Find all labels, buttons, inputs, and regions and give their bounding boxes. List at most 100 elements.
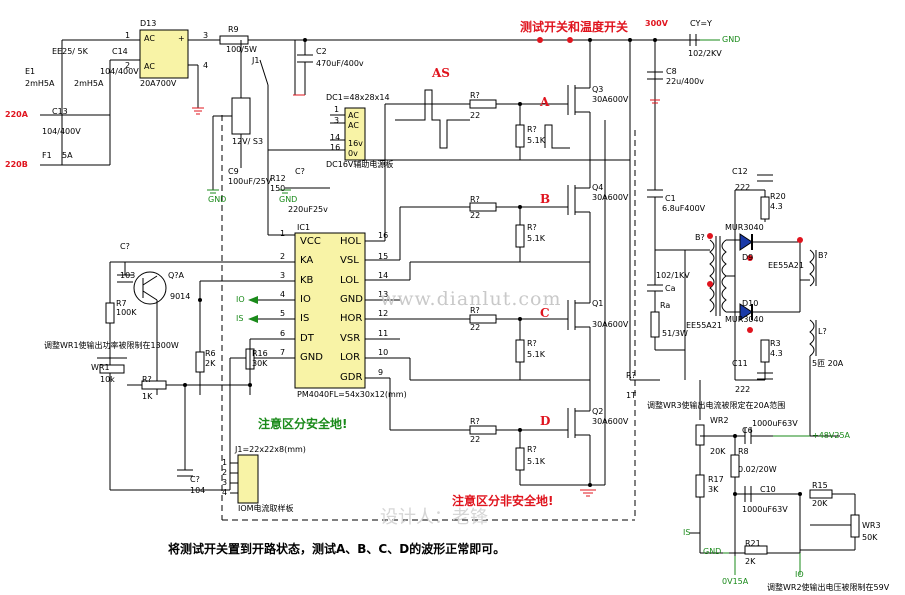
c11-name: C11 (732, 359, 748, 368)
r6-name: R6 (205, 349, 216, 358)
wr1-note: 调整WR1使输出功率被限制在1300W (44, 341, 179, 350)
q7-val: 9014 (170, 292, 191, 301)
c2-name: C2 (316, 47, 327, 56)
r8-val: 0.02/20W (738, 465, 777, 474)
ic1-pin-num-6: 6 (280, 329, 286, 338)
c10-val: 1000uF63V (742, 505, 788, 514)
dc1-ac2: AC (348, 121, 359, 130)
ic1-pin-lol: LOL (340, 275, 359, 286)
dc1-name: DC1=48x28x14 (326, 93, 390, 102)
ic1-pin-num-3: 3 (280, 271, 286, 280)
wr1-name: WR1 (91, 363, 110, 372)
bottom-instruction: 将测试开关置到开路状态，测试A、B、C、D的波形正常即可。 (168, 542, 506, 556)
c1-name: C1 (665, 194, 676, 203)
phase-d: D (540, 414, 551, 428)
connector-desc: IOM电流取样板 (238, 504, 294, 513)
q2-val: 30A600V (592, 417, 629, 426)
c7-val: 103 (120, 271, 136, 280)
label-cy-val: 102/2KV (688, 49, 722, 58)
filter-f1: F1 (42, 151, 52, 160)
input-220b: 220B (5, 160, 28, 169)
gs-r-name-c: R? (527, 339, 537, 348)
phase-a: A (540, 95, 550, 109)
q7-name: Q?A (168, 271, 185, 280)
gate-r-val-a: 22 (470, 111, 481, 120)
label-is-left: IS (236, 314, 244, 323)
r3-val: 4.3 (770, 349, 783, 358)
ic1-pin-hor: HOR (340, 313, 363, 324)
ca-name: Ca (665, 284, 676, 293)
gate-r-name-a: R? (470, 91, 480, 100)
r3-name: R3 (770, 339, 781, 348)
c7a-val: 220uF25v (288, 205, 328, 214)
v0-out-label: 0V15A (722, 577, 749, 586)
dc1-p3: 3 (334, 116, 340, 125)
ra-val: 51/3W (662, 329, 688, 338)
connector-name: J1=22x22x8(mm) (235, 445, 306, 454)
c2-val: 470uF/400v (316, 59, 364, 68)
wr3-note: 调整WR3使输出电流被限定在20A范围 (647, 401, 786, 410)
gnd-out-label: GND (703, 547, 722, 556)
ic1-pin-num-10: 10 (378, 348, 389, 357)
ic1-pin-num-14: 14 (378, 271, 389, 280)
io-out-label: IO (795, 570, 804, 579)
wr1-val: 10k (100, 375, 115, 384)
filter-c13: C13 (52, 107, 68, 116)
r20-name: R20 (770, 192, 786, 201)
safe-ground-note: 注意区分安全地! (258, 417, 348, 431)
filter-c14v: 104/400V (100, 67, 139, 76)
c9-val: 100uF/25V (228, 177, 272, 186)
gate-r-name-b: R? (470, 195, 480, 204)
ic1-pin-dt: DT (300, 333, 314, 344)
l-val: 5匝 20A (812, 359, 844, 368)
label-300v: 300V (645, 19, 668, 28)
ic1-pin-vcc: VCC (300, 236, 321, 247)
r21-val: 2K (745, 557, 756, 566)
q4-name: Q4 (592, 183, 604, 192)
q1-name: Q1 (592, 299, 604, 308)
dc1-p14: 14 (330, 133, 341, 142)
ic1-pin-hol: HOL (340, 236, 361, 247)
d9-val: MUR3040 (725, 223, 764, 232)
rectifier-plus: + (178, 34, 185, 43)
dc1-desc: DC16V辅助电源板 (326, 160, 394, 169)
r15-name: R15 (812, 481, 828, 490)
c7b-name: C? (190, 475, 200, 484)
ic1-pin-gdr: GDR (340, 372, 363, 383)
gate-r-val-c: 22 (470, 323, 481, 332)
filter-e1: E1 (25, 67, 36, 76)
r16-name: R16 (252, 349, 268, 358)
dc1-p16: 16 (330, 143, 341, 152)
q3-val: 30A600V (592, 95, 629, 104)
gs-r-name-b: R? (527, 223, 537, 232)
ic1-pin-num-1: 1 (280, 229, 286, 238)
gate-r-val-d: 22 (470, 435, 481, 444)
label-gnd-c9: GND (208, 195, 227, 204)
input-220a: 220A (5, 110, 28, 119)
gs-r-val-c: 5.1K (527, 350, 545, 359)
wr2-name: WR2 (710, 416, 729, 425)
ra-name: Ra (660, 301, 671, 310)
d9-name: D9 (742, 253, 754, 262)
r7-name: R7 (116, 299, 127, 308)
connector-pin-2: 2 (222, 468, 228, 477)
rectifier-pin2: 2 (125, 61, 131, 70)
gate-r-val-b: 22 (470, 211, 481, 220)
q2-name: Q2 (592, 407, 604, 416)
is-out-label: IS (683, 528, 691, 537)
d10-val: MUR3040 (725, 315, 764, 324)
ic1-pin-num-13: 13 (378, 290, 389, 299)
label-io-left: IO (236, 295, 245, 304)
connector-pin-4: 4 (222, 488, 228, 497)
ic1-pin-num-9: 9 (378, 368, 384, 377)
ic1-pin-vsl: VSL (340, 255, 359, 266)
r6-val: 2K (205, 359, 216, 368)
ee55-label: EE55A21 (768, 261, 804, 270)
filter-f1v: 5A (62, 151, 73, 160)
j1-name: J1 (252, 56, 260, 65)
rq-name: R? (142, 375, 152, 384)
filter-l1: 2mH5A (25, 79, 55, 88)
r8-name: R8 (738, 447, 749, 456)
rectifier-pin4: 4 (203, 61, 209, 70)
